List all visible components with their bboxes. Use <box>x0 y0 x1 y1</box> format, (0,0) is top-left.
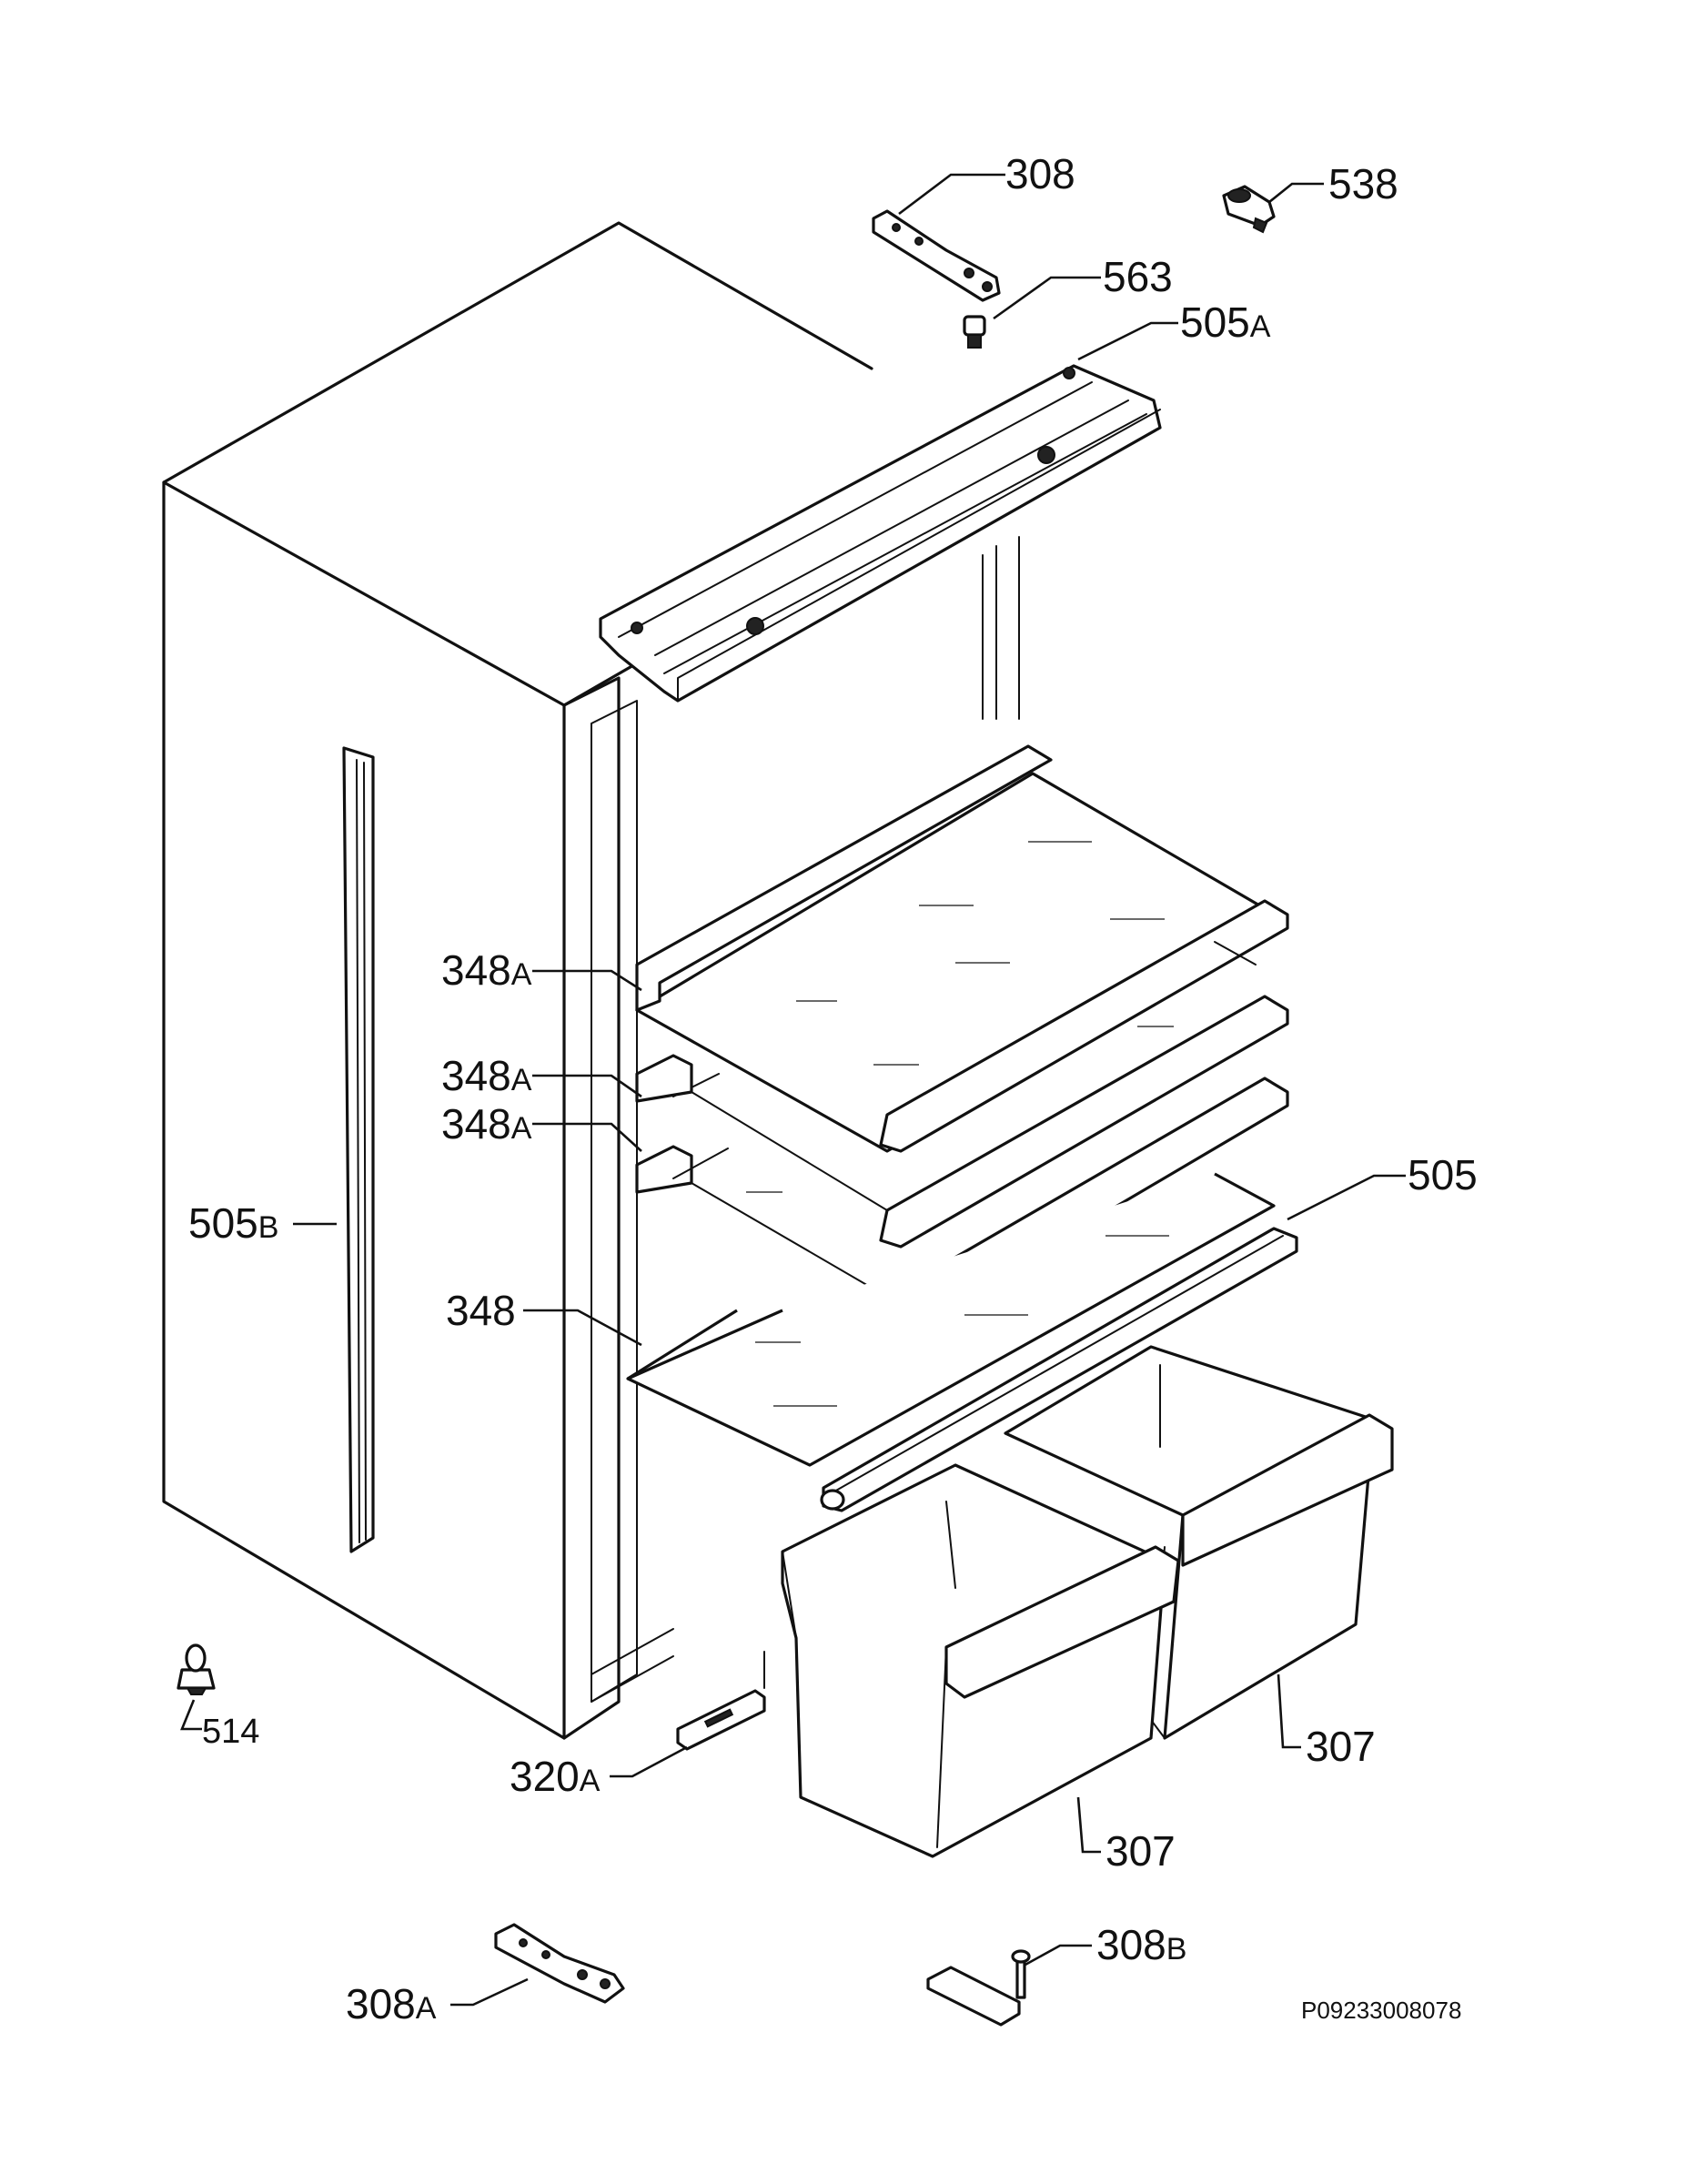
label-348a-1: 348A <box>441 946 532 994</box>
label-505: 505 <box>1408 1151 1478 1198</box>
label-505b: 505B <box>188 1199 278 1247</box>
cabinet-body <box>162 221 1020 1740</box>
clip-320a <box>676 1651 766 1751</box>
label-320a: 320A <box>510 1753 601 1800</box>
shelf-348a-top <box>635 744 1289 1153</box>
label-348a-2: 348A <box>441 1052 532 1099</box>
label-307-right: 307 <box>1306 1723 1376 1770</box>
label-308: 308 <box>1005 150 1075 197</box>
part-labels: 308 538 563 505A 348A 348A 348A 505 505B… <box>188 150 1478 2027</box>
front-trim-505 <box>820 1227 1298 1512</box>
gasket-strip-505b <box>342 746 375 1553</box>
hinge-308a <box>494 1923 625 2004</box>
label-308a: 308A <box>346 1980 437 2027</box>
crisper-drawer-307-left <box>781 1463 1180 1858</box>
foot-514 <box>177 1643 216 1695</box>
reference-code: P09233008078 <box>1301 1997 1461 2024</box>
shelf-348a-middle <box>635 941 1289 1249</box>
label-308b: 308B <box>1096 1921 1186 1968</box>
leader-lines <box>180 173 1406 2007</box>
label-505a: 505A <box>1180 298 1271 346</box>
label-307-left: 307 <box>1105 1827 1176 1875</box>
crisper-drawer-307-right <box>1004 1345 1394 1740</box>
cap-538 <box>1222 185 1276 234</box>
top-rail-505a <box>599 364 1162 703</box>
label-538: 538 <box>1328 160 1398 207</box>
label-348: 348 <box>446 1287 516 1334</box>
glass-shelf-348 <box>626 1172 1276 1467</box>
hinge-308b <box>926 1949 1031 2027</box>
label-563: 563 <box>1103 253 1173 300</box>
screw-563 <box>963 315 986 349</box>
label-514: 514 <box>202 1713 259 1751</box>
label-348a-3: 348A <box>441 1100 532 1148</box>
hinge-308 <box>872 209 1001 302</box>
